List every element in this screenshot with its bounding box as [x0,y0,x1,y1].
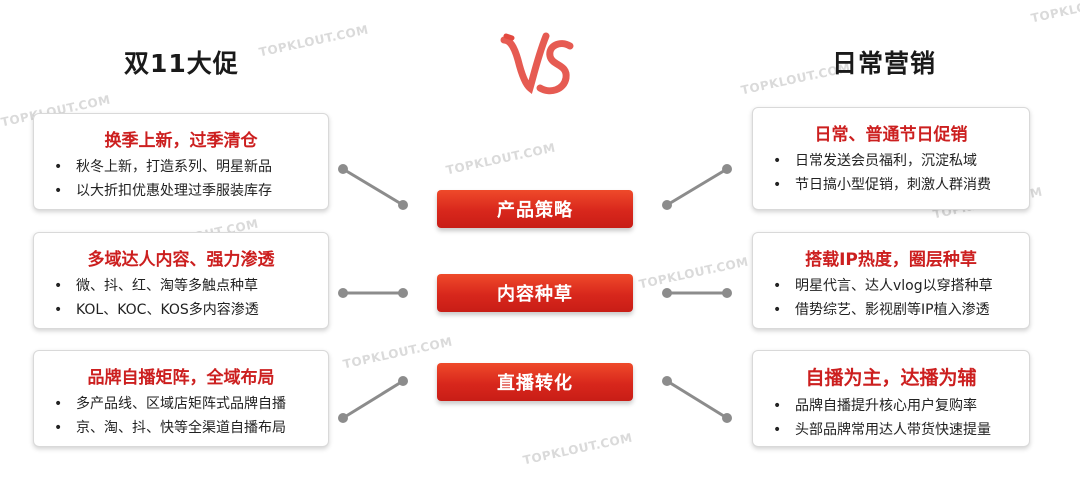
right-card-product: 日常、普通节日促销 日常发送会员福利，沉淀私域 节日搞小型促销，刺激人群消费 [752,107,1030,210]
card-bullet: 微、抖、红、淘等多触点种草 [48,274,314,298]
card-title: 品牌自播矩阵，全域布局 [87,368,275,388]
right-heading: 日常营销 [832,49,937,78]
card-title: 自播为主，达播为辅 [805,367,977,389]
vs-logo [500,32,574,95]
center-label-live-conversion: 直播转化 [437,363,633,401]
right-card-live: 自播为主，达播为辅 品牌自播提升核心用户复购率 头部品牌常用达人带货快速提量 [752,350,1030,447]
card-bullet: 多产品线、区域店矩阵式品牌自播 [48,392,314,416]
card-title: 日常、普通节日促销 [814,125,968,145]
connector-dot [662,376,672,386]
card-bullet: 秋冬上新，打造系列、明星新品 [48,155,314,179]
connector-line [342,167,404,207]
card-title: 多域达人内容、强力渗透 [87,250,275,270]
left-card-product: 换季上新，过季清仓 秋冬上新，打造系列、明星新品 以大折扣优惠处理过季服装库存 [33,113,329,210]
connector-dot [398,376,408,386]
card-title: 搭载IP热度，圈层种草 [805,250,977,270]
connector-dot [398,200,408,210]
connector-dot [662,288,672,298]
connector-dot [662,200,672,210]
connector-line [666,167,728,207]
connector-dot [722,164,732,174]
connector-dot [338,288,348,298]
connector-dot [338,164,348,174]
center-label-product-strategy: 产品策略 [437,190,633,228]
card-bullet: 借势综艺、影视剧等IP植入渗透 [767,298,1015,322]
center-label-content-seeding: 内容种草 [437,274,633,312]
connector-dot [398,288,408,298]
card-bullet: 明星代言、达人vlog以穿搭种草 [767,274,1015,298]
right-card-content: 搭载IP热度，圈层种草 明星代言、达人vlog以穿搭种草 借势综艺、影视剧等IP… [752,232,1030,329]
left-card-content: 多域达人内容、强力渗透 微、抖、红、淘等多触点种草 KOL、KOC、KOS多内容… [33,232,329,329]
connector-dot [338,413,348,423]
card-title: 换季上新，过季清仓 [104,131,258,151]
left-heading: 双11大促 [124,49,239,78]
card-bullet: 品牌自播提升核心用户复购率 [767,394,1015,418]
connector-dot [722,288,732,298]
card-bullet: KOL、KOC、KOS多内容渗透 [48,298,314,322]
card-bullet: 京、淘、抖、快等全渠道自播布局 [48,416,314,440]
card-bullet: 以大折扣优惠处理过季服装库存 [48,179,314,203]
connector-dot [722,413,732,423]
card-bullet: 日常发送会员福利，沉淀私域 [767,149,1015,173]
left-card-live: 品牌自播矩阵，全域布局 多产品线、区域店矩阵式品牌自播 京、淘、抖、快等全渠道自… [33,350,329,447]
connector-line [342,379,404,420]
card-bullet: 头部品牌常用达人带货快速提量 [767,418,1015,442]
card-bullet: 节日搞小型促销，刺激人群消费 [767,173,1015,197]
connector-line [666,379,728,420]
